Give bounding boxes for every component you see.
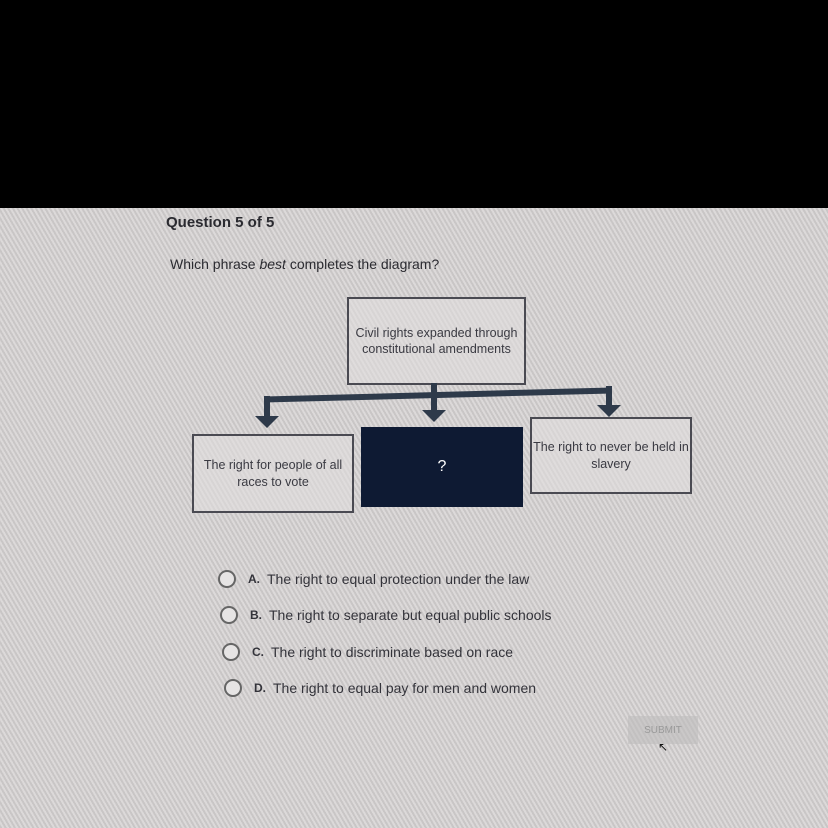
option-c[interactable]: C. The right to discriminate based on rac… bbox=[222, 643, 513, 661]
diagram-missing-box: ? bbox=[361, 427, 523, 507]
option-text: The right to equal protection under the … bbox=[267, 571, 530, 587]
question-counter: Question 5 of 5 bbox=[166, 214, 275, 231]
question-prompt: Which phrase best completes the diagram? bbox=[170, 256, 439, 272]
option-b[interactable]: B. The right to separate but equal public… bbox=[220, 606, 552, 624]
option-d[interactable]: D. The right to equal pay for men and wom… bbox=[224, 679, 536, 697]
option-text: The right to discriminate based on race bbox=[271, 644, 514, 660]
option-letter: B. bbox=[250, 608, 262, 622]
option-letter: C. bbox=[252, 645, 264, 659]
connector bbox=[431, 396, 437, 410]
option-text: The right to equal pay for men and women bbox=[273, 680, 537, 696]
submit-button[interactable]: SUBMIT bbox=[628, 716, 698, 744]
option-text: The right to separate but equal public s… bbox=[269, 607, 552, 623]
diagram-left-box: The right for people of all races to vot… bbox=[192, 434, 354, 513]
prompt-text-end: completes the diagram? bbox=[285, 256, 440, 272]
radio-button[interactable] bbox=[224, 679, 242, 697]
option-letter: D. bbox=[254, 681, 266, 695]
option-a[interactable]: A. The right to equal protection under th… bbox=[218, 570, 529, 588]
radio-button[interactable] bbox=[222, 643, 240, 661]
radio-button[interactable] bbox=[218, 570, 236, 588]
connector bbox=[606, 386, 612, 406]
radio-button[interactable] bbox=[220, 606, 238, 624]
diagram-right-box: The right to never be held in slavery bbox=[530, 417, 692, 494]
prompt-emphasis: best bbox=[259, 256, 286, 272]
diagram-top-box: Civil rights expanded through constituti… bbox=[347, 297, 526, 385]
option-letter: A. bbox=[248, 572, 260, 586]
arrow-down-icon bbox=[422, 410, 446, 422]
mouse-cursor-icon: ↖ bbox=[658, 740, 669, 754]
prompt-text: Which phrase bbox=[170, 256, 260, 272]
arrow-down-icon bbox=[255, 416, 279, 428]
connector bbox=[264, 396, 270, 416]
arrow-down-icon bbox=[597, 405, 621, 417]
